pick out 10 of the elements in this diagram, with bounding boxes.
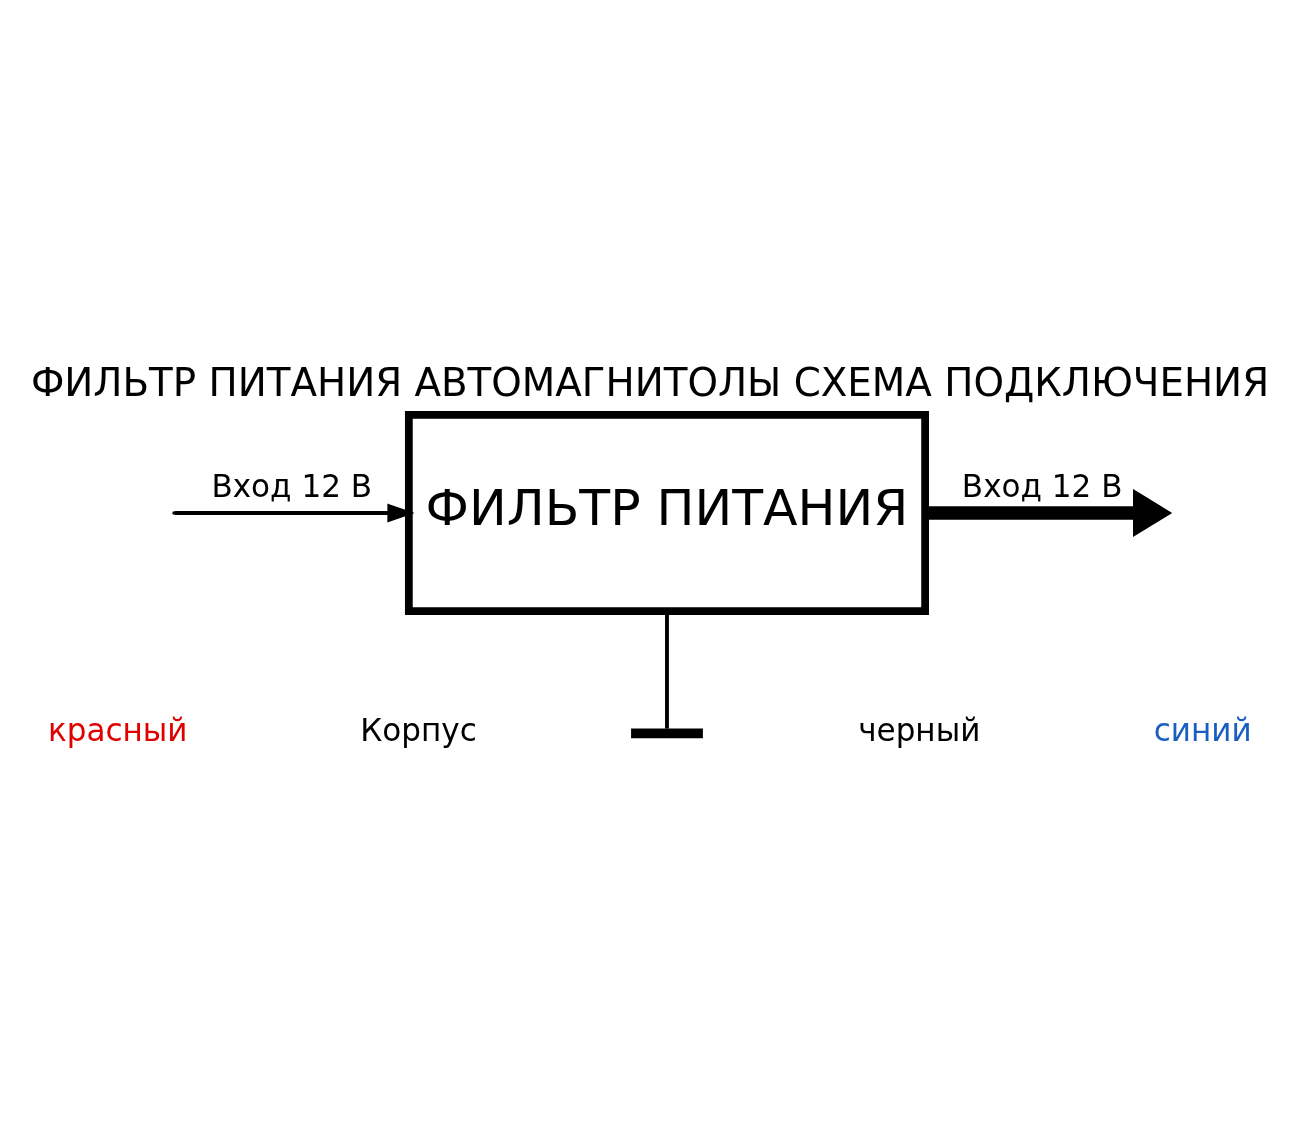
diagram-title: ФИЛЬТР ПИТАНИЯ АВТОМАГНИТОЛЫ СХЕМА ПОДКЛЮЧЕНИЯ [30, 359, 1270, 405]
label: синий [1153, 711, 1252, 748]
label: черный [858, 711, 981, 748]
label: Корпус [360, 711, 477, 748]
edge-label: Вход 12 В [211, 468, 373, 505]
label: красный [47, 711, 188, 748]
node-bar [631, 728, 703, 739]
edge-label: Вход 12 В [961, 468, 1123, 505]
arrow [174, 503, 415, 523]
node-box: ФИЛЬТР ПИТАНИЯ [404, 411, 929, 615]
